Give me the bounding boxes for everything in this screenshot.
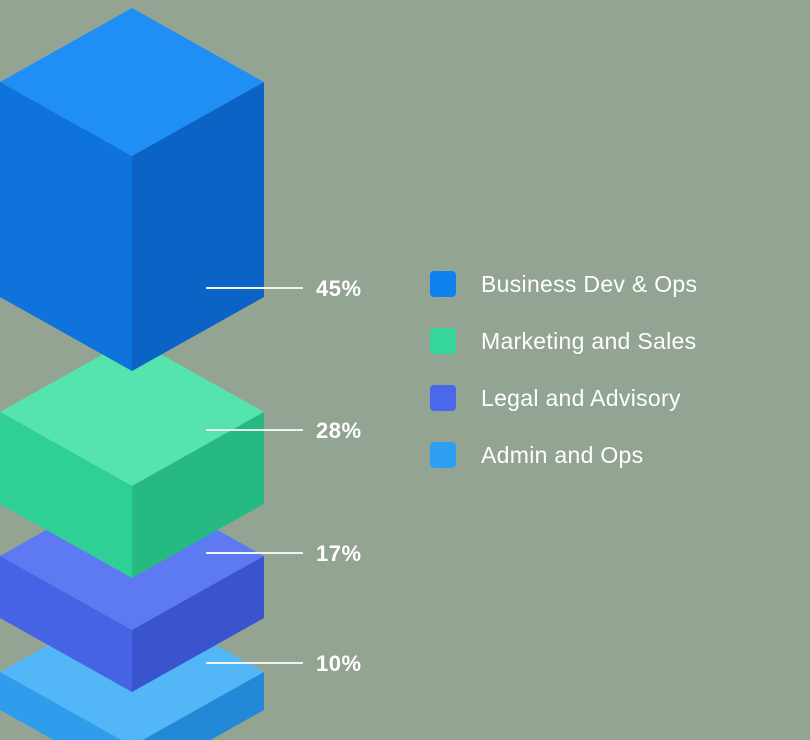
legend-label-admin: Admin and Ops (481, 442, 643, 468)
legend-swatch-legal (430, 385, 456, 411)
legend-swatch-business (430, 271, 456, 297)
segment-admin-right-face (142, 672, 264, 740)
segment-marketing-and-sales (0, 338, 264, 578)
segment-business-left-face (0, 82, 132, 371)
legend-item-business: Business Dev & Ops (430, 271, 697, 297)
legend-swatch-marketing (430, 328, 456, 354)
legend-swatch-admin (430, 442, 456, 468)
pct-label-legal: 17% (316, 541, 362, 566)
pct-label-business: 45% (316, 276, 362, 301)
percentage-callouts: 45% 28% 17% 10% (206, 276, 362, 676)
stacked-bar (0, 8, 264, 740)
segment-marketing-left-face (0, 412, 132, 578)
segment-legal-left-face (0, 556, 132, 692)
legend-label-legal: Legal and Advisory (481, 385, 681, 411)
legend-item-legal: Legal and Advisory (430, 385, 681, 411)
legend-item-admin: Admin and Ops (430, 442, 643, 468)
segment-business-right-face (132, 82, 264, 371)
pct-label-marketing: 28% (316, 418, 362, 443)
segment-admin-left-face (0, 672, 122, 740)
chart-legend: Business Dev & Ops Marketing and Sales L… (430, 271, 697, 468)
legend-label-marketing: Marketing and Sales (481, 328, 696, 354)
segment-legal-right-face (132, 556, 264, 692)
legend-item-marketing: Marketing and Sales (430, 328, 696, 354)
segment-business-dev-ops (0, 8, 264, 371)
legend-label-business: Business Dev & Ops (481, 271, 697, 297)
segment-marketing-right-face (132, 412, 264, 578)
pct-label-admin: 10% (316, 651, 362, 676)
